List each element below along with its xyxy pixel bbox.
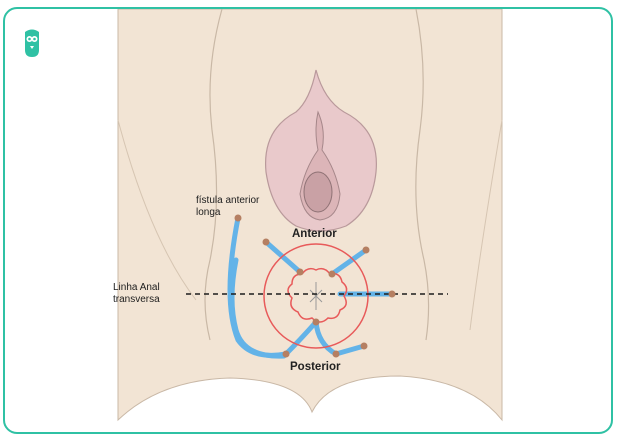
anal-verge bbox=[287, 267, 348, 323]
label-linha-line1: Linha Anal bbox=[113, 282, 160, 293]
opening-dot bbox=[234, 214, 242, 222]
tract-upper-left bbox=[263, 239, 303, 275]
label-linha-line2: transversa bbox=[113, 294, 160, 305]
vaginal-opening bbox=[303, 171, 333, 213]
opening-dot bbox=[360, 342, 368, 350]
tract-upper-right bbox=[329, 247, 369, 277]
anal-center bbox=[309, 282, 323, 310]
opening-dot bbox=[312, 318, 320, 326]
label-posterior: Posterior bbox=[290, 361, 341, 373]
sphincter-ring bbox=[263, 243, 369, 349]
label-anterior: Anterior bbox=[292, 228, 337, 240]
opening-dot bbox=[362, 246, 370, 254]
label-fistula-anterior-longa: fístula anterior longa bbox=[196, 195, 259, 219]
label-fistula-line1: fístula anterior bbox=[196, 195, 260, 206]
label-fistula-line2: longa bbox=[196, 207, 221, 218]
owl-logo-icon bbox=[25, 29, 39, 57]
opening-dot bbox=[282, 350, 290, 358]
tract-lower-right bbox=[333, 343, 367, 357]
left-fold bbox=[117, 119, 197, 301]
fistula-openings bbox=[234, 214, 396, 358]
right-thigh-crease bbox=[415, 9, 430, 341]
opening-dot bbox=[296, 268, 304, 276]
opening-dot bbox=[262, 238, 270, 246]
opening-dot bbox=[388, 290, 396, 298]
tract-lower-left bbox=[229, 257, 287, 359]
opening-dot bbox=[328, 270, 336, 278]
opening-dot bbox=[332, 350, 340, 358]
label-linha-anal-transversa: Linha Anal transversa bbox=[113, 282, 160, 306]
right-fold bbox=[469, 119, 503, 331]
